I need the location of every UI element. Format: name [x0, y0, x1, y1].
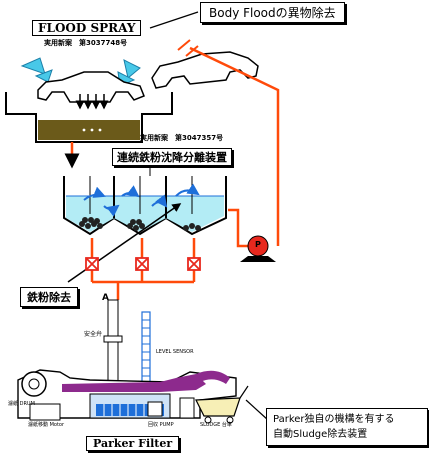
body-flood-callout: Body Floodの異物除去 [200, 2, 345, 23]
drum-motor-label: 濾紙移動 Motor [28, 422, 65, 428]
car-body [37, 71, 145, 103]
parker-sludge-callout: Parker独自の機構を有する 自動Sludge除去装置 [266, 408, 428, 446]
safety-valve-label: 安全弁 [84, 331, 103, 338]
sludge-pointer [245, 399, 269, 421]
sediment-dots [82, 128, 102, 132]
sludge-cart-label: SLUDGE 台車 [200, 422, 232, 428]
body-flood-pointer [149, 11, 199, 29]
parker-sludge-line2: 自動Sludge除去装置 [273, 429, 368, 440]
flood-spray-title: FLOOD SPRAY [32, 20, 142, 36]
drain-valves [85, 257, 201, 271]
car-body-conveyed [151, 51, 259, 89]
point-a-label: A [102, 293, 109, 303]
spray-nozzle-left-2 [34, 69, 53, 83]
separator-tank [63, 176, 227, 236]
separator-title: 連続鉄粉沈降分離装置 [112, 148, 232, 166]
parker-sludge-line1: Parker独自の機構を有する [273, 414, 395, 425]
pump-symbol-label: P [255, 240, 261, 249]
level-sensor-label: LEVEL SENSOR [156, 349, 194, 355]
spray-nozzle-right [123, 59, 141, 79]
drum-label: 濾紙 DRUM [8, 401, 35, 407]
spray-down-arrows [75, 94, 109, 110]
sludge-cart [195, 385, 249, 424]
pump-icon [240, 235, 276, 262]
flood-pit-sediment [38, 120, 140, 140]
patent-upper: 実用新案 第3037748号 [44, 39, 128, 47]
iron-removal-callout: 鉄粉除去 [20, 287, 78, 307]
pipe-break-marks [177, 39, 199, 57]
patent-lower: 実用新案 第3047357号 [140, 134, 224, 142]
pump-label: 回収 PUMP [148, 422, 174, 428]
flow-arrows [83, 183, 200, 217]
iron-powder-sediment [79, 217, 201, 231]
parker-filter-title: Parker Filter [86, 436, 180, 451]
flood-pit-frame [5, 92, 173, 143]
spray-nozzle-left [20, 57, 46, 75]
parker-filter-machine [17, 299, 237, 421]
